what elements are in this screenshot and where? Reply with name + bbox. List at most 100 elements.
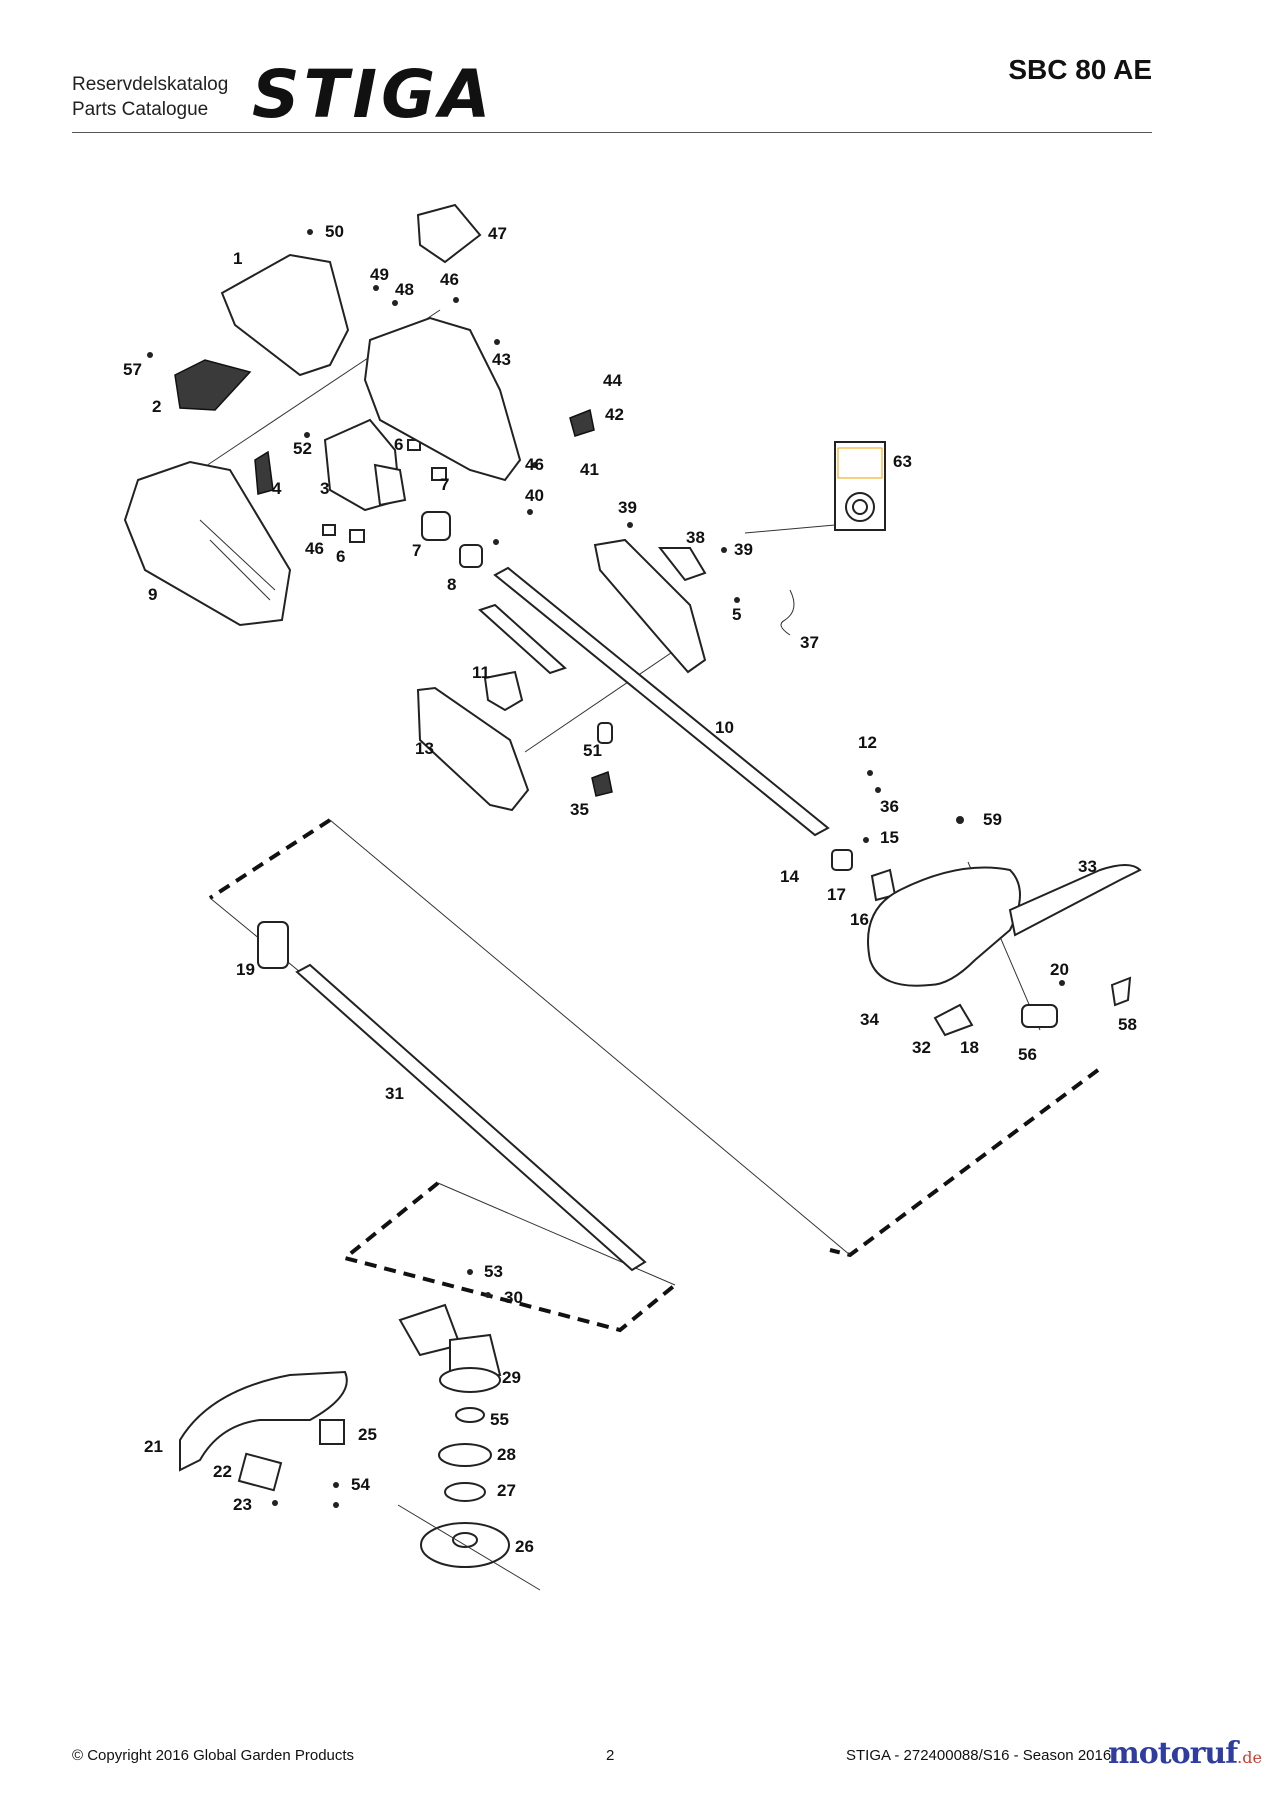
sleeve-part bbox=[421, 511, 451, 541]
callout-label: 23 bbox=[233, 1495, 252, 1514]
callout-label: 50 bbox=[325, 222, 344, 241]
callout-label: 31 bbox=[385, 1084, 404, 1103]
callout-label: 53 bbox=[484, 1262, 503, 1281]
motor-shaft bbox=[373, 463, 407, 507]
callout-label: 39 bbox=[734, 540, 753, 559]
callout-label: 10 bbox=[715, 718, 734, 737]
stiga-logo: STIGA bbox=[252, 56, 495, 133]
dashed-bracket bbox=[340, 1181, 677, 1333]
callout-label: 38 bbox=[686, 528, 705, 547]
footer-copyright: © Copyright 2016 Global Garden Products bbox=[72, 1747, 355, 1764]
callout-label: 59 bbox=[983, 810, 1002, 829]
callout-label: 13 bbox=[415, 739, 434, 758]
callout-label: 63 bbox=[893, 452, 912, 471]
callout-label: 28 bbox=[497, 1445, 516, 1464]
housing-part bbox=[123, 460, 292, 627]
plate-part bbox=[237, 1452, 283, 1492]
callout-label: 49 bbox=[370, 265, 389, 284]
callout-label: 6 bbox=[394, 435, 403, 454]
callout-label: 41 bbox=[580, 460, 599, 479]
guide-line bbox=[744, 524, 836, 534]
small-part bbox=[431, 467, 447, 481]
callout-label: 1 bbox=[233, 249, 242, 268]
callout-label: 17 bbox=[827, 885, 846, 904]
callout-label: 2 bbox=[152, 397, 161, 416]
callout-label: 12 bbox=[858, 733, 877, 752]
guide-line bbox=[329, 819, 851, 1256]
callout-label: 15 bbox=[880, 828, 899, 847]
motoruf-watermark: motoruf.de bbox=[1108, 1736, 1262, 1771]
callout-label: 18 bbox=[960, 1038, 979, 1057]
callout-label: 47 bbox=[488, 224, 507, 243]
sleeve-part bbox=[257, 921, 289, 969]
upper-handle-part bbox=[593, 538, 707, 674]
trimmer-spool-hub bbox=[452, 1532, 478, 1548]
callout-label: 46 bbox=[440, 270, 459, 289]
small-part bbox=[322, 524, 336, 536]
callout-label: 36 bbox=[880, 797, 899, 816]
callout-label: 9 bbox=[148, 585, 157, 604]
callout-label: 6 bbox=[336, 547, 345, 566]
loop-handle-grip bbox=[1008, 864, 1142, 937]
callout-label: 54 bbox=[351, 1475, 370, 1494]
callout-label: 48 bbox=[395, 280, 414, 299]
callout-label: 5 bbox=[732, 605, 741, 624]
catalogue-title-en: Parts Catalogue bbox=[72, 99, 209, 120]
catalogue-title-se: Reservdelskatalog bbox=[72, 74, 229, 95]
callout-label: 40 bbox=[525, 486, 544, 505]
connector-part bbox=[174, 359, 252, 411]
bracket-part bbox=[933, 1003, 974, 1037]
callout-label: 11 bbox=[472, 663, 490, 682]
housing-vents bbox=[199, 519, 276, 601]
callout-label: 20 bbox=[1050, 960, 1069, 979]
battery-module-part bbox=[416, 203, 482, 264]
strip-part bbox=[478, 603, 567, 675]
gear-head-flange bbox=[439, 1367, 501, 1393]
cover-part bbox=[220, 253, 350, 377]
callout-label: 35 bbox=[570, 800, 589, 819]
callout-label: 58 bbox=[1118, 1015, 1137, 1034]
clamp-part bbox=[831, 849, 853, 871]
dashed-bracket bbox=[829, 1068, 1100, 1258]
callout-label: 26 bbox=[515, 1537, 534, 1556]
callout-label: 39 bbox=[618, 498, 637, 517]
small-part bbox=[597, 722, 613, 744]
callout-label: 37 bbox=[800, 633, 819, 652]
control-panel-display bbox=[837, 447, 883, 479]
callout-label: 27 bbox=[497, 1481, 516, 1500]
trigger-part bbox=[657, 547, 707, 582]
handle-housing-part bbox=[363, 316, 522, 482]
callout-label: 43 bbox=[492, 350, 511, 369]
callout-label: 4 bbox=[272, 479, 282, 498]
power-button-icon bbox=[845, 492, 875, 522]
shaft-31 bbox=[295, 963, 647, 1272]
bracket-part bbox=[1021, 1004, 1058, 1028]
clip-part bbox=[254, 450, 274, 495]
callout-label: 19 bbox=[236, 960, 255, 979]
callout-label: 8 bbox=[447, 575, 456, 594]
callout-label: 3 bbox=[320, 479, 329, 498]
loop-handle-part bbox=[867, 866, 1021, 987]
callout-label: 46 bbox=[525, 455, 544, 474]
guide-line bbox=[524, 639, 691, 753]
small-part bbox=[349, 529, 365, 543]
callout-label: 29 bbox=[502, 1368, 521, 1387]
callout-label: 55 bbox=[490, 1410, 509, 1429]
bracket-part bbox=[1110, 976, 1132, 1007]
model-name: SBC 80 AE bbox=[1008, 54, 1152, 85]
callout-label: 34 bbox=[860, 1010, 879, 1029]
bracket-part bbox=[319, 1419, 345, 1445]
screw-parts bbox=[147, 229, 1065, 1508]
callout-label: 21 bbox=[144, 1437, 163, 1456]
callout-label: 22 bbox=[213, 1462, 232, 1481]
callout-label: 42 bbox=[605, 405, 624, 424]
watermark-tld: .de bbox=[1237, 1748, 1262, 1767]
callout-label: 52 bbox=[293, 439, 312, 458]
catalogue-title: Reservdelskatalog Parts Catalogue bbox=[72, 72, 228, 122]
callout-label: 44 bbox=[603, 371, 622, 390]
callout-label: 46 bbox=[305, 539, 324, 558]
callout-label: 14 bbox=[780, 867, 799, 886]
drive-disc-part bbox=[438, 1443, 492, 1467]
callout-labels: 50 1 47 49 48 46 57 2 43 44 42 52 6 7 46… bbox=[123, 222, 1137, 1556]
